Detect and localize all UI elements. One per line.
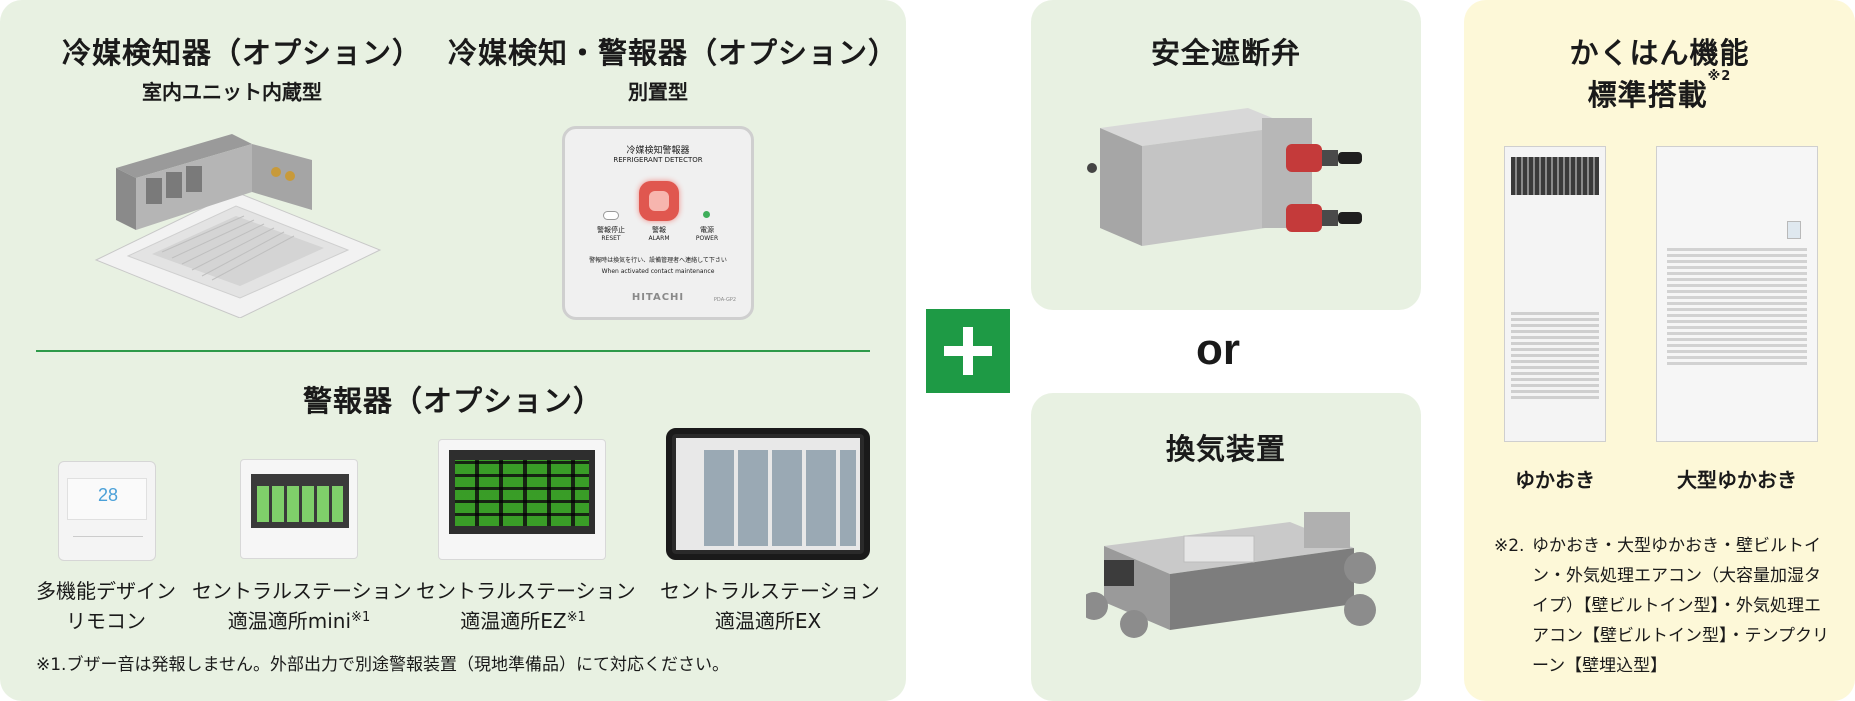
ex-screen xyxy=(676,438,860,550)
device-caption-mini: セントラルステーション 適温適所mini※1 xyxy=(192,579,412,633)
power-label-jp: 電源 xyxy=(700,226,714,234)
detector-label-en: REFRIGERANT DETECTOR xyxy=(613,156,703,164)
ventilation-unit-image xyxy=(1086,512,1376,638)
vent-title: 換気装置 xyxy=(1165,432,1286,466)
item1-title: 冷媒検知器（オプション） xyxy=(62,36,423,70)
power-led-icon xyxy=(703,211,710,218)
remote-screen: 28 xyxy=(67,478,147,520)
reset-label-en: RESET xyxy=(601,235,621,242)
large-unit-panel-icon xyxy=(1787,221,1801,239)
alarm-label-jp: 警報 xyxy=(652,226,666,234)
floor-unit-grille-top xyxy=(1511,157,1599,195)
mini-screen xyxy=(251,474,349,528)
remote-temperature: 28 xyxy=(97,485,119,505)
item1-subtitle: 室内ユニット内蔵型 xyxy=(142,80,322,104)
refrigerant-detector-device: 冷媒検知警報器 REFRIGERANT DETECTOR 警報停止 RESET … xyxy=(562,126,754,320)
device-caption-ez: セントラルステーション 適温適所EZ※1 xyxy=(416,579,636,633)
item2-subtitle: 別置型 xyxy=(628,80,688,104)
footnote-1: ※1.ブザー音は発報しません。外部出力で別途警報装置（現地準備品）にて対応くださ… xyxy=(36,655,729,675)
central-station-ex-device xyxy=(666,428,870,560)
stirring-title-2: 標準搭載※2 xyxy=(1587,69,1732,112)
alarm-light-icon xyxy=(639,181,679,221)
or-connector: or xyxy=(1196,325,1240,374)
detector-model: PDA-GP2 xyxy=(713,297,737,303)
alarm-section-title: 警報器（オプション） xyxy=(302,384,603,418)
section-divider xyxy=(36,350,870,352)
remote-keys xyxy=(73,536,143,546)
central-station-mini-device xyxy=(240,459,358,559)
device-caption-ex: セントラルステーション適温適所EX xyxy=(660,579,880,633)
detector-brand-logo: HITACHI xyxy=(631,292,685,303)
detector-message-en: When activated contact maintenance xyxy=(601,268,715,275)
reset-label-jp: 警報停止 xyxy=(597,226,625,234)
detector-message-jp: 警報時は換気を行い、設備管理者へ連絡して下さい xyxy=(589,257,727,264)
unit2-label: 大型ゆかおき xyxy=(1677,468,1797,492)
floor-unit-grille-bottom xyxy=(1511,309,1599,399)
item2-title: 冷媒検知・警報器（オプション） xyxy=(448,36,899,70)
central-station-ez-device xyxy=(438,439,606,560)
large-unit-grille xyxy=(1667,247,1807,365)
valve-title: 安全遮断弁 xyxy=(1150,36,1301,70)
cassette-unit-image xyxy=(94,134,382,318)
remote-controller-device: 28 xyxy=(58,461,156,561)
power-label-en: POWER xyxy=(695,235,719,242)
detector-label-jp: 冷媒検知警報器 xyxy=(626,146,690,156)
unit1-label: ゆかおき xyxy=(1515,468,1595,492)
safety-valve-image xyxy=(1087,108,1362,246)
footnote-2: ※2. ゆかおき・大型ゆかおき・壁ビルトイン・外気処理エアコン（大容量加湿タイプ… xyxy=(1494,536,1829,676)
plus-icon xyxy=(926,309,1010,393)
alarm-label-en: ALARM xyxy=(648,235,670,242)
large-floor-unit-image xyxy=(1656,146,1818,442)
ez-screen xyxy=(449,450,595,534)
reset-button[interactable] xyxy=(603,211,619,220)
floor-unit-image xyxy=(1504,146,1606,442)
device-caption-remote: 多機能デザインリモコン xyxy=(36,579,176,633)
stirring-title-1: かくはん機能 xyxy=(1569,36,1750,70)
